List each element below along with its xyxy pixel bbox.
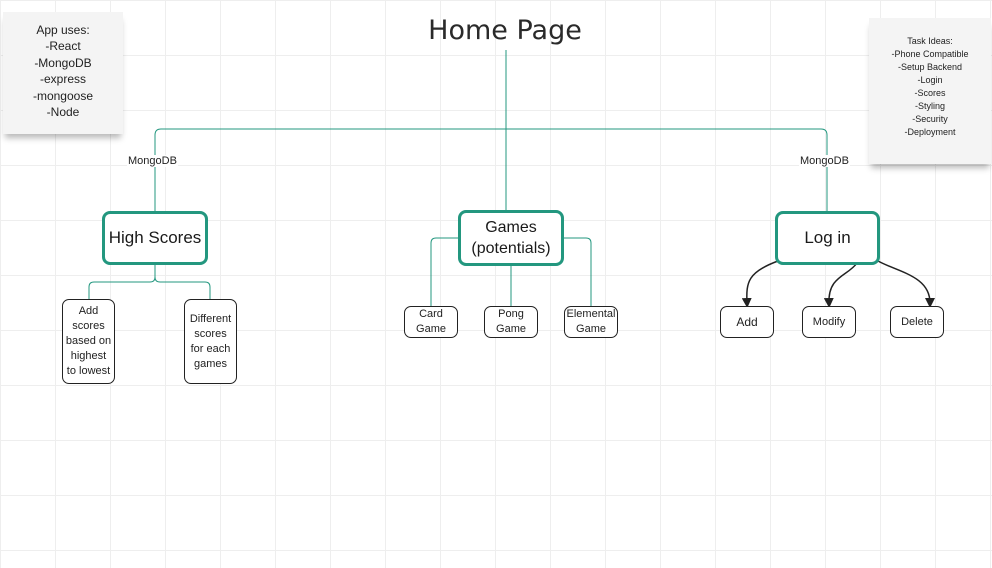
sticky-line: Task Ideas: bbox=[907, 36, 953, 46]
sticky-line: App uses: bbox=[36, 23, 90, 37]
sticky-line: -Styling bbox=[914, 101, 945, 111]
games-branch-elemental bbox=[560, 237, 592, 307]
edge-label-mongodb-right[interactable]: MongoDB bbox=[799, 155, 850, 167]
node-pong-game[interactable]: Pong Game bbox=[484, 306, 538, 338]
node-label: Game bbox=[576, 323, 606, 335]
teal-connectors bbox=[88, 50, 828, 307]
games-branch-card bbox=[430, 237, 460, 307]
edge-label-mongodb-left[interactable]: MongoDB bbox=[127, 155, 178, 167]
node-high-scores[interactable]: High Scores bbox=[102, 211, 208, 265]
arrow-to-add bbox=[741, 260, 779, 308]
diagram-title[interactable]: Home Page bbox=[428, 15, 582, 46]
node-label: Game bbox=[496, 323, 526, 335]
sticky-note-task-ideas[interactable]: Task Ideas: -Phone Compatible -Setup Bac… bbox=[869, 18, 991, 164]
node-card-game[interactable]: Card Game bbox=[404, 306, 458, 338]
sticky-line: -express bbox=[39, 72, 86, 87]
sticky-line: -Scores bbox=[914, 88, 946, 98]
node-label: Add bbox=[78, 305, 99, 317]
node-label: Games bbox=[485, 219, 537, 236]
node-label: High Scores bbox=[108, 228, 202, 247]
sticky-line: -Setup Backend bbox=[897, 62, 963, 72]
node-label: Delete bbox=[901, 315, 933, 328]
sticky-note-app-uses[interactable]: App uses: -React -MongoDB -express -mong… bbox=[3, 12, 123, 134]
sticky-line: -mongoose bbox=[32, 88, 94, 103]
node-modify[interactable]: Modify bbox=[802, 306, 856, 338]
sticky-line: -React bbox=[45, 39, 81, 54]
arrow-to-delete bbox=[877, 260, 935, 308]
node-label: for each bbox=[190, 342, 231, 355]
sticky-line: -Login bbox=[917, 75, 943, 85]
node-label: games bbox=[193, 357, 228, 370]
node-label: Card bbox=[419, 308, 443, 320]
sticky-line: -Phone Compatible bbox=[891, 49, 969, 59]
high-scores-branch bbox=[88, 263, 156, 300]
node-label: (potentials) bbox=[471, 240, 551, 257]
node-different-scores[interactable]: Different scores for each games bbox=[184, 299, 237, 384]
node-games[interactable]: Games (potentials) bbox=[458, 210, 564, 266]
node-label: Modify bbox=[812, 315, 846, 328]
node-delete[interactable]: Delete bbox=[890, 306, 944, 338]
sticky-line: -Security bbox=[912, 114, 948, 124]
node-label: Different bbox=[189, 312, 232, 325]
arrow-to-modify bbox=[823, 262, 858, 308]
sticky-line: -Node bbox=[46, 105, 80, 120]
node-label: Pong bbox=[498, 308, 524, 320]
node-elemental-game[interactable]: Elemental Game bbox=[564, 306, 618, 338]
node-label: scores bbox=[72, 320, 105, 332]
node-label: scores bbox=[194, 327, 227, 340]
main-bus bbox=[154, 128, 828, 212]
node-label: Add bbox=[736, 314, 758, 329]
node-label: Game bbox=[416, 323, 446, 335]
login-arrows bbox=[741, 260, 935, 308]
node-label: highest bbox=[70, 350, 107, 362]
sticky-line: -Deployment bbox=[904, 127, 956, 137]
high-scores-branch-2 bbox=[154, 263, 211, 300]
node-label: Elemental bbox=[566, 308, 616, 320]
sticky-line: -MongoDB bbox=[34, 55, 92, 70]
node-label: based on bbox=[65, 335, 112, 347]
node-log-in[interactable]: Log in bbox=[775, 211, 880, 265]
node-add[interactable]: Add bbox=[720, 306, 774, 338]
node-label: Log in bbox=[804, 228, 851, 247]
node-add-scores[interactable]: Add scores based on highest to lowest bbox=[62, 299, 115, 384]
node-label: to lowest bbox=[66, 365, 111, 377]
